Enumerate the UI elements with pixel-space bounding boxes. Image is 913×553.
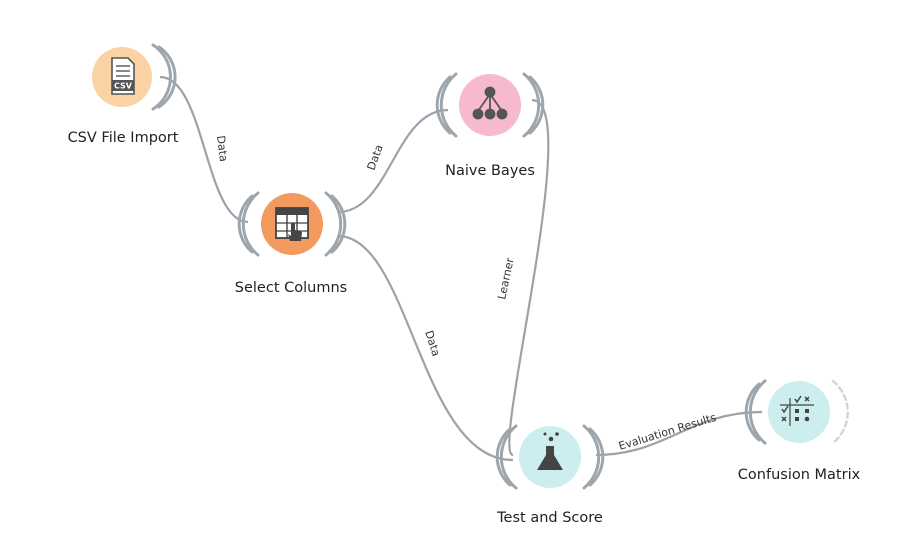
node-label: Select Columns (235, 280, 347, 296)
link-select-to-bayes[interactable]: Data (336, 108, 450, 214)
node-naive-bayes[interactable]: Naive Bayes (435, 72, 545, 179)
naive-bayes-icon (472, 86, 508, 120)
input-channel[interactable] (744, 382, 761, 442)
output-channel[interactable] (522, 72, 541, 138)
output-channel[interactable] (528, 75, 545, 135)
input-channel[interactable] (439, 72, 458, 138)
output-channel[interactable] (157, 45, 177, 109)
node-csv-file-import[interactable]: CSV CSV File Import (68, 43, 179, 146)
select-columns-icon (275, 207, 309, 241)
csv-file-icon: CSV (111, 57, 135, 95)
output-channel[interactable] (588, 427, 605, 487)
link-label: Data (422, 329, 442, 358)
input-channel[interactable] (241, 191, 260, 257)
link-label: Data (214, 135, 230, 163)
node-select-columns[interactable]: Select Columns (235, 191, 347, 296)
node-test-and-score[interactable]: Test and Score (495, 424, 605, 526)
output-channel[interactable] (831, 379, 849, 445)
output-channel[interactable] (582, 424, 601, 490)
link-test-to-confusion[interactable]: Evaluation Results (594, 411, 764, 457)
input-channel[interactable] (435, 75, 452, 135)
link-csv-to-select[interactable]: Data (158, 75, 250, 224)
confusion-matrix-icon (780, 395, 814, 426)
node-confusion-matrix[interactable]: Confusion Matrix (738, 379, 861, 483)
link-bayes-to-test[interactable]: Learner (495, 98, 550, 457)
node-label: Test and Score (496, 510, 603, 526)
input-channel[interactable] (748, 379, 767, 445)
node-label: Confusion Matrix (738, 467, 861, 483)
node-label: CSV File Import (68, 130, 179, 146)
input-channel[interactable] (499, 424, 518, 490)
link-label: Evaluation Results (617, 411, 718, 453)
input-channel[interactable] (495, 427, 512, 487)
link-label: Learner (495, 256, 517, 300)
svg-text:CSV: CSV (114, 82, 133, 91)
flask-icon (537, 432, 563, 470)
node-label: Naive Bayes (445, 163, 535, 179)
output-channel[interactable] (330, 194, 347, 254)
link-select-to-test[interactable]: Data (336, 234, 515, 462)
output-channel[interactable] (151, 43, 172, 111)
link-label: Data (365, 143, 386, 172)
output-channel[interactable] (324, 191, 343, 257)
input-channel[interactable] (237, 194, 254, 254)
